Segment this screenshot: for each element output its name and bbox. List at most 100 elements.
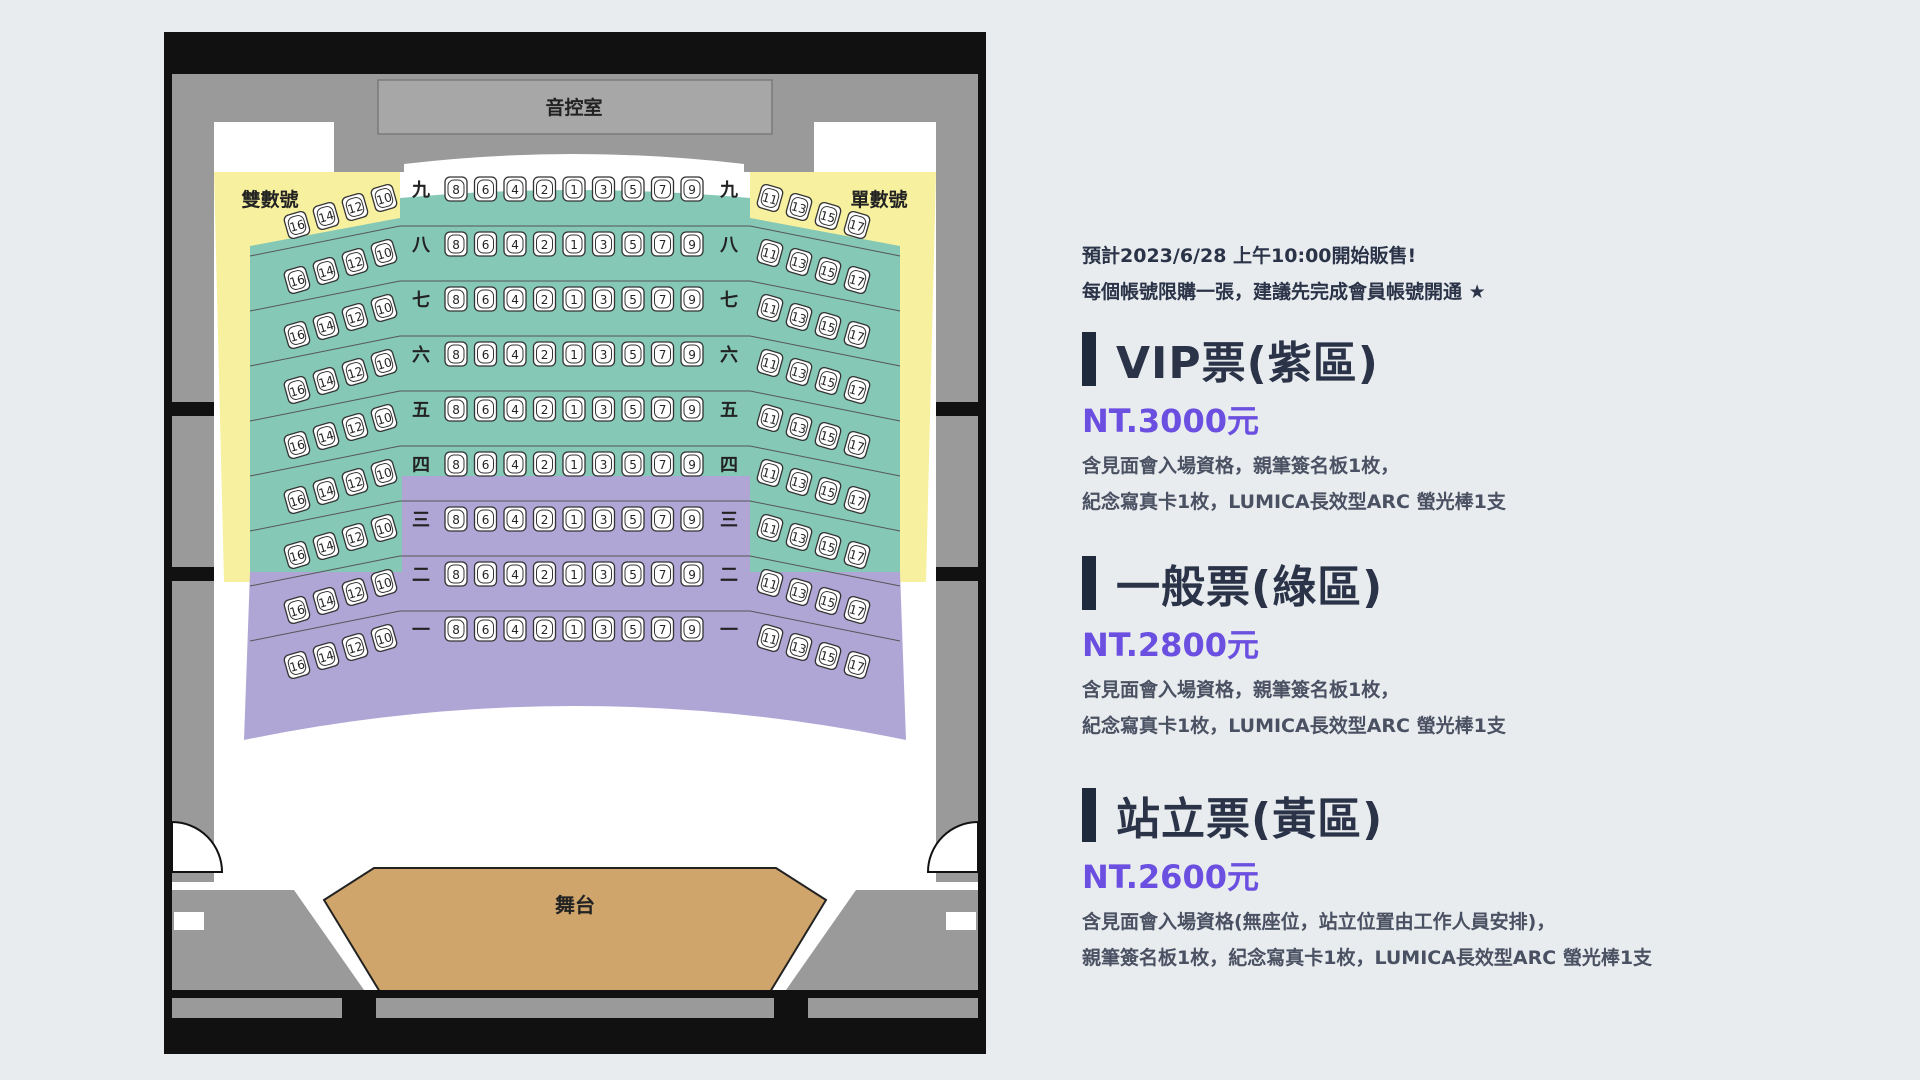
seat[interactable]: 1 <box>562 561 586 587</box>
seat[interactable]: 1 <box>562 176 586 202</box>
seat[interactable]: 3 <box>591 506 616 532</box>
seat[interactable]: 5 <box>621 506 645 532</box>
seat[interactable]: 15 <box>814 366 842 396</box>
seat[interactable]: 5 <box>621 396 645 422</box>
seat[interactable]: 16 <box>283 320 311 350</box>
seat[interactable]: 14 <box>312 586 340 616</box>
seat[interactable]: 10 <box>370 293 398 323</box>
seat[interactable]: 4 <box>503 286 527 312</box>
seat[interactable]: 10 <box>370 458 398 488</box>
seat[interactable]: 10 <box>370 238 398 268</box>
seat[interactable]: 11 <box>756 348 784 378</box>
seat[interactable]: 7 <box>650 451 675 477</box>
seat[interactable]: 9 <box>680 561 704 587</box>
seat[interactable]: 16 <box>283 485 311 515</box>
seat[interactable]: 7 <box>650 561 675 587</box>
seat[interactable]: 16 <box>283 210 311 240</box>
seat[interactable]: 15 <box>814 311 842 341</box>
seat[interactable]: 7 <box>650 396 675 422</box>
seat[interactable]: 7 <box>650 231 675 257</box>
seat[interactable]: 11 <box>756 183 784 213</box>
seat[interactable]: 8 <box>444 451 468 477</box>
seat[interactable]: 15 <box>814 256 842 286</box>
seat[interactable]: 4 <box>503 561 527 587</box>
seat[interactable]: 12 <box>341 192 369 222</box>
seat[interactable]: 5 <box>621 341 645 367</box>
seat[interactable]: 3 <box>591 286 616 312</box>
seat[interactable]: 3 <box>591 231 616 257</box>
seat[interactable]: 13 <box>785 467 813 497</box>
seat[interactable]: 14 <box>312 366 340 396</box>
seat[interactable]: 4 <box>503 451 527 477</box>
seat[interactable]: 11 <box>756 568 784 598</box>
seat[interactable]: 5 <box>621 286 645 312</box>
seat[interactable]: 2 <box>532 286 557 312</box>
seat[interactable]: 15 <box>814 531 842 561</box>
seat[interactable]: 3 <box>591 561 616 587</box>
seat[interactable]: 6 <box>473 341 498 367</box>
seat[interactable]: 14 <box>312 256 340 286</box>
seat[interactable]: 17 <box>843 320 871 350</box>
seat[interactable]: 4 <box>503 506 527 532</box>
seat[interactable]: 1 <box>562 231 586 257</box>
seat[interactable]: 13 <box>785 412 813 442</box>
seat[interactable]: 3 <box>591 396 616 422</box>
seat[interactable]: 13 <box>785 247 813 277</box>
seat[interactable]: 11 <box>756 403 784 433</box>
seat[interactable]: 17 <box>843 650 871 680</box>
seat[interactable]: 12 <box>341 522 369 552</box>
seat[interactable]: 9 <box>680 176 704 202</box>
seat[interactable]: 1 <box>562 506 586 532</box>
seat[interactable]: 2 <box>532 176 557 202</box>
seat[interactable]: 8 <box>444 396 468 422</box>
seat[interactable]: 12 <box>341 467 369 497</box>
seat[interactable]: 17 <box>843 595 871 625</box>
seat[interactable]: 12 <box>341 302 369 332</box>
seat[interactable]: 11 <box>756 623 784 653</box>
seat[interactable]: 10 <box>370 403 398 433</box>
seat[interactable]: 7 <box>650 341 675 367</box>
seat[interactable]: 12 <box>341 357 369 387</box>
seat[interactable]: 4 <box>503 396 527 422</box>
seat[interactable]: 6 <box>473 451 498 477</box>
seat[interactable]: 5 <box>621 561 645 587</box>
seat[interactable]: 7 <box>650 616 675 642</box>
seat[interactable]: 2 <box>532 231 557 257</box>
seat[interactable]: 1 <box>562 286 586 312</box>
seat[interactable]: 3 <box>591 616 616 642</box>
seat[interactable]: 10 <box>370 623 398 653</box>
seat[interactable]: 17 <box>843 485 871 515</box>
seat[interactable]: 10 <box>370 183 398 213</box>
seat[interactable]: 6 <box>473 396 498 422</box>
seat[interactable]: 5 <box>621 176 645 202</box>
seat[interactable]: 9 <box>680 231 704 257</box>
seat[interactable]: 7 <box>650 286 675 312</box>
seat[interactable]: 16 <box>283 265 311 295</box>
seat[interactable]: 8 <box>444 616 468 642</box>
seat[interactable]: 14 <box>312 476 340 506</box>
seat[interactable]: 11 <box>756 458 784 488</box>
seat[interactable]: 15 <box>814 641 842 671</box>
seat[interactable]: 12 <box>341 632 369 662</box>
seat[interactable]: 10 <box>370 348 398 378</box>
seat[interactable]: 17 <box>843 265 871 295</box>
seat[interactable]: 4 <box>503 231 527 257</box>
seat[interactable]: 2 <box>532 561 557 587</box>
seat[interactable]: 12 <box>341 412 369 442</box>
seat[interactable]: 2 <box>532 506 557 532</box>
seat[interactable]: 10 <box>370 513 398 543</box>
seat[interactable]: 16 <box>283 375 311 405</box>
seat[interactable]: 13 <box>785 577 813 607</box>
seat[interactable]: 4 <box>503 176 527 202</box>
seat[interactable]: 7 <box>650 506 675 532</box>
seat[interactable]: 14 <box>312 311 340 341</box>
seat[interactable]: 17 <box>843 430 871 460</box>
seat[interactable]: 9 <box>680 506 704 532</box>
seat[interactable]: 6 <box>473 176 498 202</box>
seat[interactable]: 12 <box>341 577 369 607</box>
seat[interactable]: 6 <box>473 286 498 312</box>
seat[interactable]: 13 <box>785 302 813 332</box>
seat[interactable]: 15 <box>814 421 842 451</box>
seat[interactable]: 14 <box>312 421 340 451</box>
seat[interactable]: 8 <box>444 231 468 257</box>
